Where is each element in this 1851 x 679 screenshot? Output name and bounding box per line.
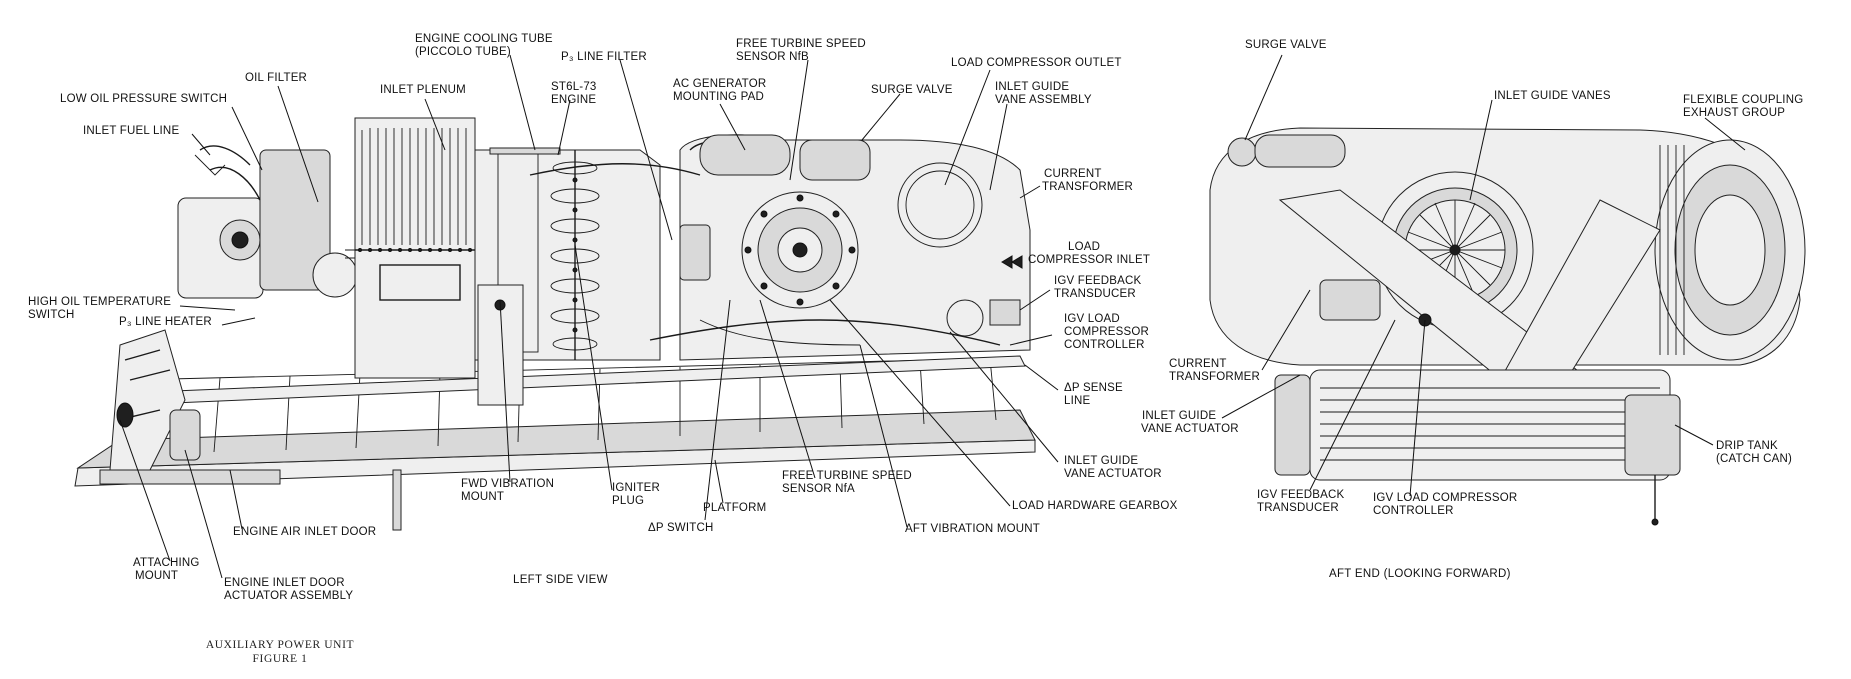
label-free-turbine-speed-sensor-nfa: FREE TURBINE SPEED SENSOR NfA	[782, 470, 912, 495]
label-oil-filter: OIL FILTER	[245, 72, 308, 84]
label-igv-load-compressor-controller-left: IGV LOAD COMPRESSOR CONTROLLER	[1064, 313, 1150, 351]
label-flexible-coupling-exhaust-group: FLEXIBLE COUPLING EXHAUST GROUP	[1683, 94, 1804, 119]
figure-caption-title: AUXILIARY POWER UNIT	[205, 639, 355, 651]
label-inlet-guide-vane-assembly: INLET GUIDE VANE ASSEMBLY	[995, 81, 1092, 106]
figure-caption-number: FIGURE 1	[252, 653, 308, 665]
left-side-view-artwork	[74, 117, 1036, 531]
view-title-left-side: LEFT SIDE VIEW	[513, 574, 608, 586]
figure-caption: AUXILIARY POWER UNIT FIGURE 1	[190, 638, 370, 666]
leader-lines	[119, 54, 1746, 579]
label-free-turbine-speed-sensor-nfb: FREE TURBINE SPEED SENSOR NfB	[736, 38, 866, 63]
label-p3-line-filter: P₃ LINE FILTER	[561, 51, 647, 63]
label-inlet-fuel-line: INLET FUEL LINE	[83, 125, 180, 137]
label-platform: PLATFORM	[703, 502, 767, 514]
label-igv-feedback-transducer-aft: IGV FEEDBACK TRANSDUCER	[1257, 489, 1345, 514]
label-load-hardware-gearbox: LOAD HARDWARE GEARBOX	[1012, 500, 1178, 512]
label-inlet-guide-vane-actuator-aft: INLET GUIDE VANE ACTUATOR	[1141, 410, 1239, 435]
label-inlet-guide-vanes: INLET GUIDE VANES	[1494, 90, 1611, 102]
label-engine-air-inlet-door: ENGINE AIR INLET DOOR	[233, 526, 377, 538]
label-igniter-plug: IGNITER PLUG	[612, 482, 661, 507]
label-igv-feedback-transducer-left: IGV FEEDBACK TRANSDUCER	[1054, 275, 1142, 300]
label-current-transformer-left: CURRENT TRANSFORMER	[1042, 168, 1134, 193]
label-load-compressor-inlet: LOAD COMPRESSOR INLET	[1028, 241, 1151, 266]
label-surge-valve-aft: SURGE VALVE	[1245, 39, 1327, 51]
aft-end-view-artwork	[1209, 127, 1806, 526]
label-load-compressor-outlet: LOAD COMPRESSOR OUTLET	[951, 57, 1122, 69]
label-dp-sense-line: ΔP SENSE LINE	[1064, 382, 1123, 407]
label-ac-generator-mounting-pad: AC GENERATOR MOUNTING PAD	[673, 78, 767, 103]
label-low-oil-pressure-switch: LOW OIL PRESSURE SWITCH	[60, 93, 228, 105]
label-fwd-vibration-mount: FWD VIBRATION MOUNT	[461, 478, 555, 503]
label-inlet-guide-vane-actuator-left: INLET GUIDE VANE ACTUATOR	[1064, 455, 1162, 480]
label-st6l-73-engine: ST6L-73 ENGINE	[551, 81, 597, 106]
label-attaching-mount: ATTACHING MOUNT	[133, 557, 200, 582]
label-inlet-plenum: INLET PLENUM	[380, 84, 466, 96]
label-high-oil-temperature-switch: HIGH OIL TEMPERATURE SWITCH	[28, 296, 172, 321]
label-engine-inlet-door-actuator-assembly: ENGINE INLET DOOR ACTUATOR ASSEMBLY	[224, 577, 354, 602]
label-dp-switch: ΔP SWITCH	[648, 522, 714, 534]
label-engine-cooling-tube: ENGINE COOLING TUBE (PICCOLO TUBE)	[415, 33, 553, 58]
label-igv-load-compressor-controller-aft: IGV LOAD COMPRESSOR CONTROLLER	[1373, 492, 1518, 517]
view-title-aft-end: AFT END (LOOKING FORWARD)	[1329, 568, 1511, 580]
label-aft-vibration-mount: AFT VIBRATION MOUNT	[905, 523, 1040, 535]
label-surge-valve-left: SURGE VALVE	[871, 84, 953, 96]
label-p3-line-heater: P₃ LINE HEATER	[119, 316, 212, 328]
label-drip-tank-catch-can: DRIP TANK (CATCH CAN)	[1716, 440, 1793, 465]
label-current-transformer-aft: CURRENT TRANSFORMER	[1169, 358, 1261, 383]
